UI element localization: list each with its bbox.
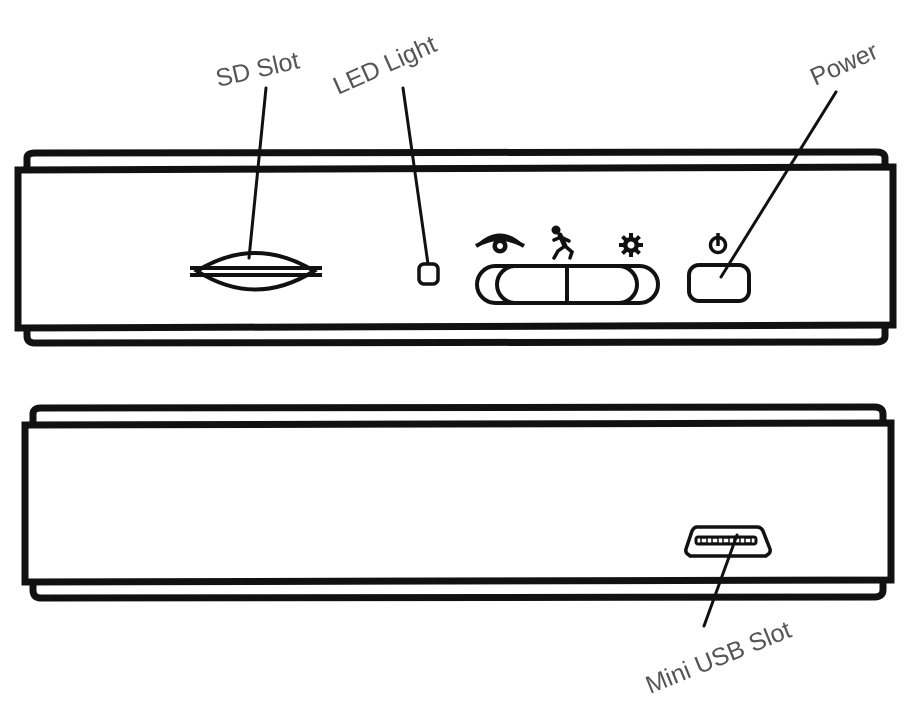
led-light-leader [401,86,430,266]
side-back-panel [29,403,887,602]
led-light-label: LED Light [329,30,441,100]
mode-switch[interactable] [475,264,660,305]
power-leader [719,90,838,279]
device-front-view [14,148,897,347]
usb-leader [702,533,739,628]
sd-slot-label: SD Slot [213,46,302,92]
gear-icon [619,233,643,257]
mini-usb-slot-label: Mini USB Slot [642,616,796,700]
sd-slot [190,251,322,292]
sd-slot-leader [247,86,268,260]
runner-icon [551,225,575,260]
power-button[interactable] [687,263,751,303]
leader-lines [247,86,838,628]
side-main-panel [21,419,895,586]
front-back-panel [23,148,889,347]
front-main-panel [14,163,897,332]
device-side-view [21,403,895,602]
power-icon [708,233,728,255]
eye-icon [474,233,526,254]
power-label: Power [806,37,882,91]
mini-usb-slot [684,525,772,558]
